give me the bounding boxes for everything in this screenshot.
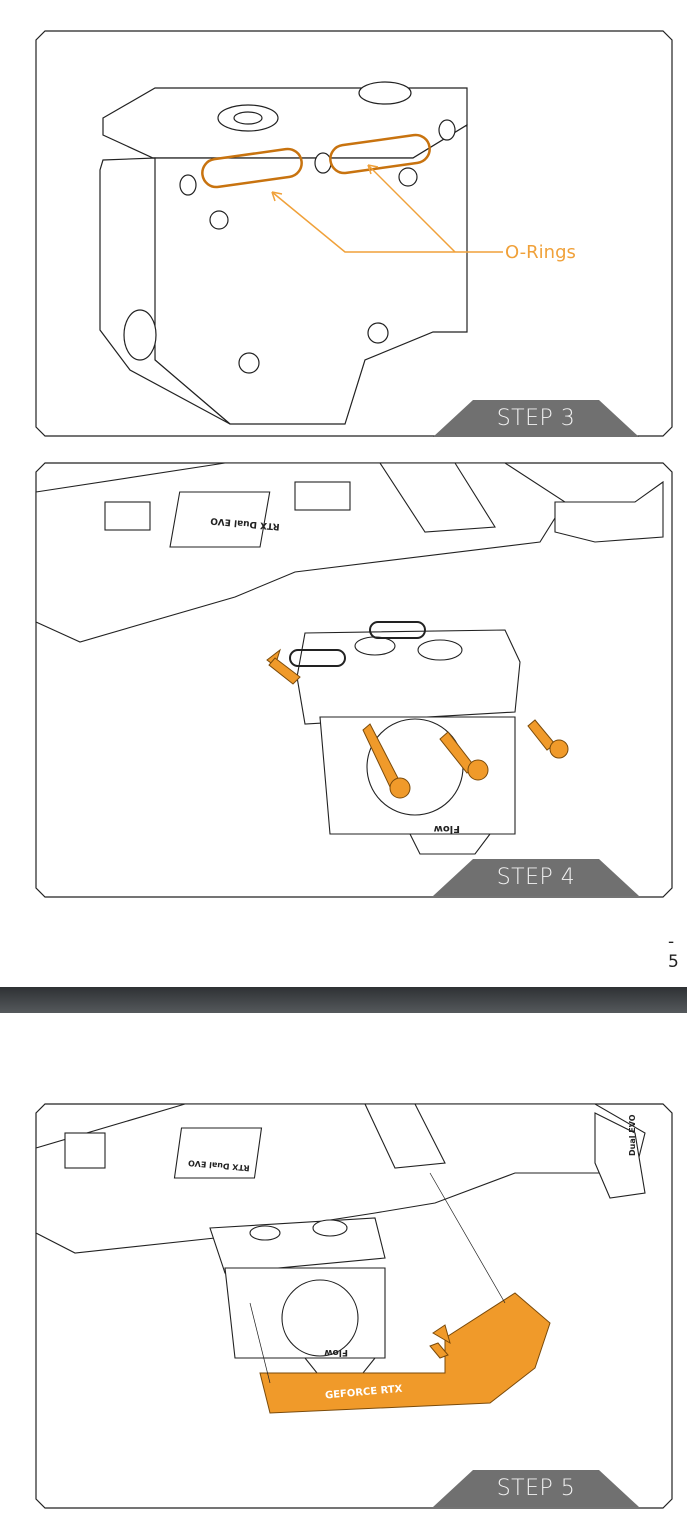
step-5-text: STEP 5: [496, 1476, 576, 1501]
waterblock-illustration: [99, 81, 503, 425]
step-4-text: STEP 4: [496, 865, 576, 890]
bracket-install-illustration: GEFORCE RTX RTX Dual EVO Flow Dual EVO: [35, 1103, 646, 1414]
step-3-text: STEP 3: [496, 406, 576, 431]
page-divider-bar: [0, 987, 687, 1013]
dual-evo-text: Dual EVO: [628, 1114, 637, 1156]
step-3-label: STEP 3: [433, 400, 639, 437]
step-3-panel: O-Rings STEP 3: [35, 30, 673, 437]
flow-text: Flow: [434, 823, 460, 834]
flow-text: Flow: [324, 1347, 348, 1357]
panel-frame: [35, 30, 673, 437]
gpu-waterblock-illustration: RTX Dual EVO Flow: [35, 462, 664, 855]
step-4-panel: RTX Dual EVO Flow STEP 4: [35, 462, 673, 898]
step-4-label: STEP 4: [433, 859, 639, 896]
o-rings-callout: O-Rings: [505, 242, 576, 263]
panel-frame: [35, 1103, 673, 1509]
page-number: - 5: [668, 932, 679, 972]
step-5-label: STEP 5: [433, 1470, 639, 1507]
step-5-panel: GEFORCE RTX RTX Dual EVO Flow Dual EVO S…: [35, 1103, 673, 1509]
